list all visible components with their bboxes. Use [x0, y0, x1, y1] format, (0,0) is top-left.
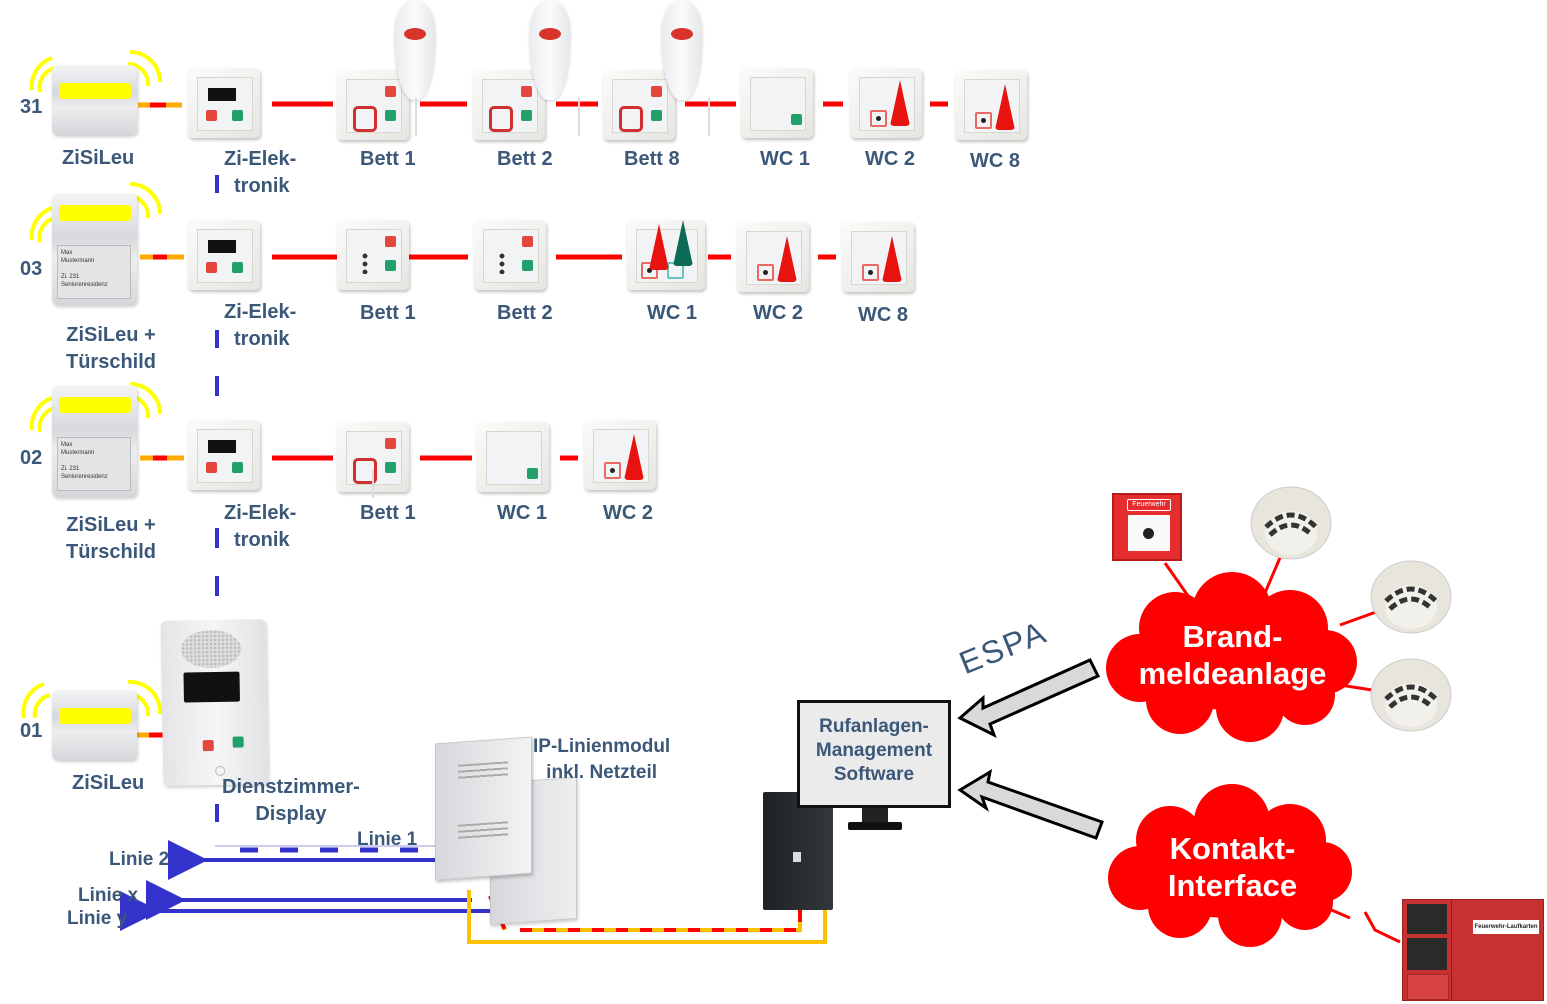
room-lamp-label-31: ZiSiLeu	[62, 147, 135, 169]
smoke-detector[interactable]	[1248, 483, 1334, 561]
wc-reset-device[interactable]	[741, 68, 813, 138]
wc-pull-device[interactable]	[842, 222, 914, 292]
device-label: WC 2	[603, 502, 653, 524]
wc-pull-device[interactable]	[850, 68, 922, 138]
smoke-detector[interactable]	[1368, 557, 1454, 635]
duty-display-label: Dienstzimmer-Display	[222, 776, 360, 825]
room-number-02: 02	[20, 447, 43, 469]
bed-device[interactable]	[337, 422, 409, 492]
smoke-detector[interactable]	[1368, 655, 1454, 733]
monitor-foot	[848, 822, 902, 830]
electronics-label-02: Zi-Elek-tronik	[224, 502, 297, 551]
room-electronics-31[interactable]	[188, 68, 260, 138]
device-label: WC 2	[865, 148, 915, 170]
room-number-03: 03	[20, 258, 43, 280]
contact-arrow	[957, 768, 1104, 840]
device-label: Bett 1	[360, 302, 416, 324]
room-lamp-01	[52, 690, 137, 760]
display-screen	[183, 671, 240, 703]
bed-device[interactable]	[603, 70, 675, 140]
brandmeldeanlage-cloud	[1106, 572, 1357, 742]
wc-reset-device[interactable]	[477, 422, 549, 492]
server-pc[interactable]	[763, 792, 833, 910]
ethernet-cable-1	[467, 890, 827, 944]
monitor-stand	[862, 806, 888, 824]
bed-socket-device[interactable]	[337, 220, 409, 290]
bed-device[interactable]	[337, 70, 409, 140]
panel-label: Feuerwehr-Laufkarten	[1473, 920, 1539, 934]
wc-pull-device[interactable]	[955, 70, 1027, 140]
room-lamp-31	[52, 65, 137, 135]
room-number-01: 01	[20, 720, 43, 742]
device-label: WC 1	[497, 502, 547, 524]
wc-pull-device[interactable]	[737, 222, 809, 292]
room-lamp-label-03: ZiSiLeu +Türschild	[66, 324, 157, 373]
device-label: Bett 1	[360, 148, 416, 170]
fire-brigade-panel[interactable]: Feuerwehr-Laufkarten	[1402, 899, 1544, 1001]
electronics-label-31: Zi-Elek-tronik	[224, 148, 297, 197]
linie-1-label: Linie 1	[357, 829, 418, 850]
kontakt-interface-cloud	[1108, 784, 1352, 947]
pendant-call-button[interactable]	[530, 0, 570, 100]
device-label: Bett 1	[360, 502, 416, 524]
pendant-call-button[interactable]	[662, 0, 702, 100]
electronics-label-03: Zi-Elek-tronik	[224, 301, 297, 350]
brandmeldeanlage-label: Brand-meldeanlage	[1138, 619, 1327, 691]
speaker-grille	[180, 629, 242, 669]
device-label: WC 8	[858, 304, 908, 326]
linie-2-label: Linie 2	[109, 849, 170, 870]
wc-pull-device[interactable]	[584, 420, 656, 490]
manual-call-point[interactable]: Feuerwehr	[1112, 493, 1182, 561]
device-label: WC 2	[753, 302, 803, 324]
pendant-call-button[interactable]	[395, 0, 435, 100]
device-label: Bett 8	[624, 148, 680, 170]
room-lamp-label-01: ZiSiLeu	[72, 772, 145, 794]
device-label: Bett 2	[497, 302, 553, 324]
device-label: WC 1	[760, 148, 810, 170]
kontakt-interface-label: Kontakt-Interface	[1167, 831, 1298, 903]
linie-x-label: Linie x	[78, 885, 139, 906]
wc-double-pull-device[interactable]	[627, 220, 705, 290]
linie-y-label: Linie y	[67, 908, 128, 929]
room-number-31: 31	[20, 96, 43, 118]
device-label: WC 8	[970, 150, 1020, 172]
espa-arrow	[957, 658, 1101, 739]
room-lamp-label-02: ZiSiLeu +Türschild	[66, 514, 157, 563]
bed-socket-device[interactable]	[474, 220, 546, 290]
bed-device[interactable]	[473, 70, 545, 140]
call-point-label: Feuerwehr	[1127, 499, 1171, 511]
room-electronics-03[interactable]	[188, 220, 260, 290]
device-label: WC 1	[647, 302, 697, 324]
duty-room-display[interactable]	[160, 619, 269, 786]
device-label: Bett 2	[497, 148, 553, 170]
room-electronics-02[interactable]	[188, 420, 260, 490]
ip-line-module-1[interactable]	[435, 736, 532, 881]
